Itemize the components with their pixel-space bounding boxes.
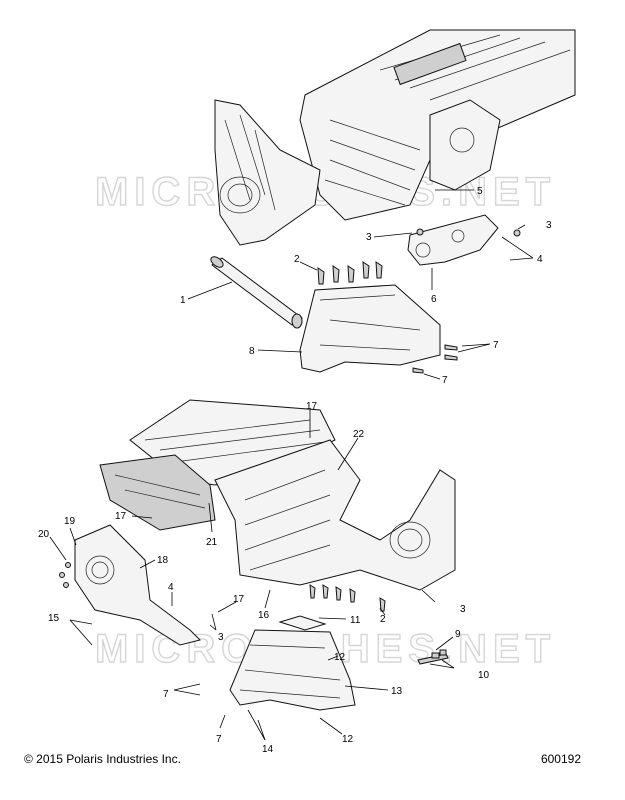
callout-1: 1 bbox=[180, 295, 186, 306]
callout-18: 18 bbox=[157, 555, 169, 566]
callout-17-top: 17 bbox=[306, 401, 318, 412]
callout-12-mid: 12 bbox=[334, 652, 346, 663]
part-6-bracket bbox=[407, 214, 521, 266]
callout-10: 10 bbox=[478, 670, 490, 681]
part-2-bolts-top bbox=[317, 261, 383, 285]
callout-21: 21 bbox=[206, 537, 218, 548]
callout-13: 13 bbox=[391, 686, 403, 697]
callout-22: 22 bbox=[353, 429, 365, 440]
callout-17-bottom: 17 bbox=[233, 594, 245, 605]
upper-chassis-assembly bbox=[214, 29, 576, 246]
callouts-bottom: 17 22 17 21 19 20 18 4 17 16 3 3 15 11 2 bbox=[38, 401, 490, 755]
callout-3-bottom-left: 3 bbox=[218, 632, 224, 643]
part-11-strap bbox=[278, 615, 327, 631]
callout-3-bottom-right: 3 bbox=[460, 604, 466, 615]
callout-4-top: 4 bbox=[537, 254, 543, 265]
part-18-side-plate bbox=[59, 524, 201, 646]
callout-5: 5 bbox=[477, 186, 483, 197]
callout-19: 19 bbox=[64, 516, 76, 527]
copyright-text: © 2015 Polaris Industries Inc. bbox=[24, 752, 181, 766]
callout-11: 11 bbox=[350, 615, 361, 626]
callout-7-top-bottom: 7 bbox=[442, 375, 448, 386]
callout-16: 16 bbox=[258, 610, 270, 621]
part-13-front-frame bbox=[229, 629, 356, 711]
callout-12-bottom: 12 bbox=[342, 734, 354, 745]
diagram-number: 600192 bbox=[540, 752, 581, 766]
callout-14: 14 bbox=[262, 744, 274, 755]
callouts-top: 1 2 3 3 4 5 6 7 7 8 bbox=[180, 186, 552, 386]
callout-9: 9 bbox=[455, 629, 461, 640]
callout-20: 20 bbox=[38, 529, 50, 540]
callout-7-bottom: 7 bbox=[216, 734, 222, 745]
callout-2-bottom: 2 bbox=[380, 614, 386, 625]
part-1-shaft bbox=[210, 256, 303, 329]
callout-2-top: 2 bbox=[294, 254, 300, 265]
callout-8: 8 bbox=[249, 346, 255, 357]
callout-3-top-right: 3 bbox=[546, 220, 552, 231]
callout-6: 6 bbox=[431, 294, 437, 305]
callout-15: 15 bbox=[48, 613, 60, 624]
callout-4-bottom: 4 bbox=[168, 582, 174, 593]
callout-7-top-right: 7 bbox=[493, 340, 499, 351]
part-9-10-hardware bbox=[417, 649, 449, 665]
callout-17-left: 17 bbox=[115, 511, 127, 522]
lower-chassis-assembly bbox=[99, 399, 456, 591]
callout-3-top-left: 3 bbox=[366, 232, 372, 243]
callout-7-bottom-left: 7 bbox=[163, 689, 169, 700]
bolts-row-bottom bbox=[309, 584, 386, 612]
part-8-front-frame bbox=[299, 284, 458, 374]
